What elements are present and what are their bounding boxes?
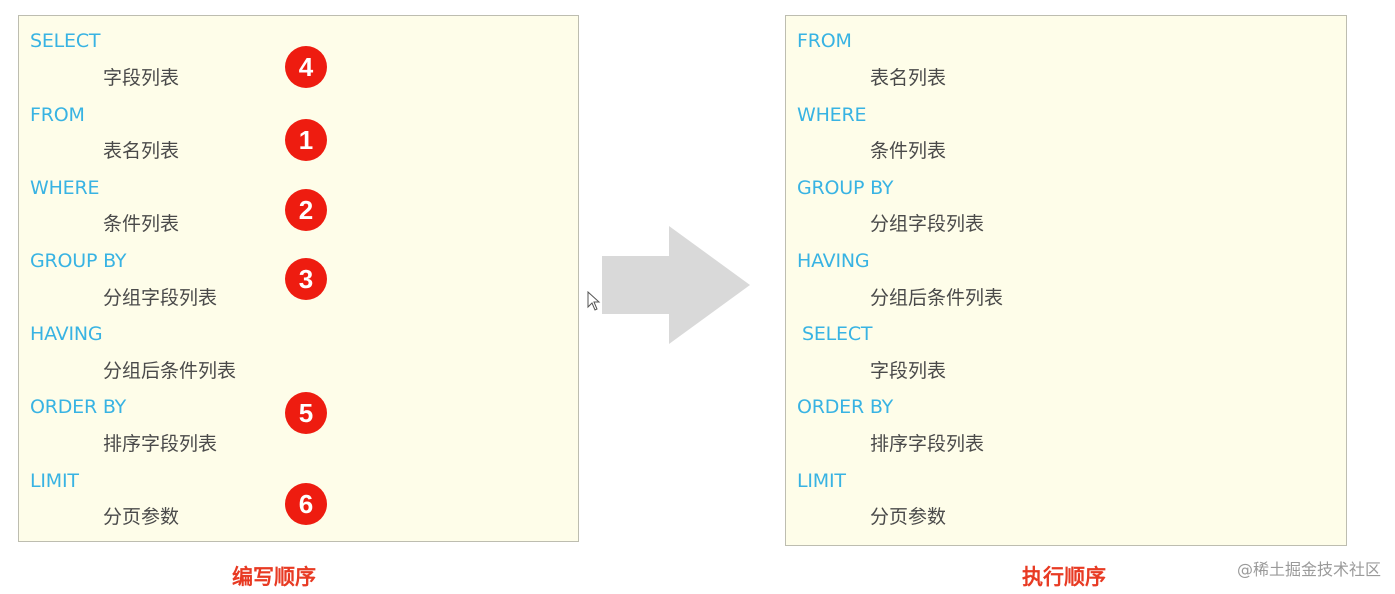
execution-clause-limit: LIMIT xyxy=(797,470,846,492)
step-badge-from: 1 xyxy=(285,119,327,161)
step-badge-limit: 6 xyxy=(285,483,327,525)
writing-detail-from: 表名列表 xyxy=(103,140,180,162)
writing-clause-select: SELECT xyxy=(30,30,101,52)
watermark: @稀土掘金技术社区 xyxy=(1236,560,1381,579)
writing-detail-order-by: 排序字段列表 xyxy=(103,433,218,455)
writing-detail-select: 字段列表 xyxy=(103,67,180,89)
execution-clause-having: HAVING xyxy=(797,250,870,272)
execution-detail-having: 分组后条件列表 xyxy=(870,287,1004,309)
execution-order-caption: 执行顺序 xyxy=(1022,565,1106,589)
execution-detail-where: 条件列表 xyxy=(870,140,947,162)
execution-detail-group-by: 分组字段列表 xyxy=(870,213,985,235)
writing-detail-having: 分组后条件列表 xyxy=(103,360,237,382)
writing-clause-group-by: GROUP BY xyxy=(30,250,127,272)
step-badge-group-by: 3 xyxy=(285,258,327,300)
writing-clause-having: HAVING xyxy=(30,323,103,345)
execution-order-panel: FROM 表名列表 WHERE 条件列表 GROUP BY 分组字段列表 HAV… xyxy=(785,15,1347,546)
step-badge-order-by: 5 xyxy=(285,392,327,434)
writing-clause-where: WHERE xyxy=(30,177,100,199)
step-badge-select: 4 xyxy=(285,46,327,88)
writing-detail-where: 条件列表 xyxy=(103,213,180,235)
execution-clause-from: FROM xyxy=(797,30,852,52)
writing-order-panel: SELECT 字段列表 4 FROM 表名列表 1 WHERE 条件列表 2 G… xyxy=(18,15,579,542)
writing-clause-limit: LIMIT xyxy=(30,470,79,492)
execution-detail-limit: 分页参数 xyxy=(870,506,947,528)
writing-detail-limit: 分页参数 xyxy=(103,506,180,528)
right-arrow-icon xyxy=(602,226,750,344)
execution-clause-select: SELECT xyxy=(802,323,873,345)
execution-clause-order-by: ORDER BY xyxy=(797,396,894,418)
writing-detail-group-by: 分组字段列表 xyxy=(103,287,218,309)
mouse-cursor-icon xyxy=(587,291,601,311)
execution-clause-group-by: GROUP BY xyxy=(797,177,894,199)
writing-clause-from: FROM xyxy=(30,104,85,126)
execution-clause-where: WHERE xyxy=(797,104,867,126)
writing-clause-order-by: ORDER BY xyxy=(30,396,127,418)
step-badge-where: 2 xyxy=(285,189,327,231)
writing-order-caption: 编写顺序 xyxy=(232,565,316,589)
execution-detail-select: 字段列表 xyxy=(870,360,947,382)
execution-detail-from: 表名列表 xyxy=(870,67,947,89)
execution-detail-order-by: 排序字段列表 xyxy=(870,433,985,455)
